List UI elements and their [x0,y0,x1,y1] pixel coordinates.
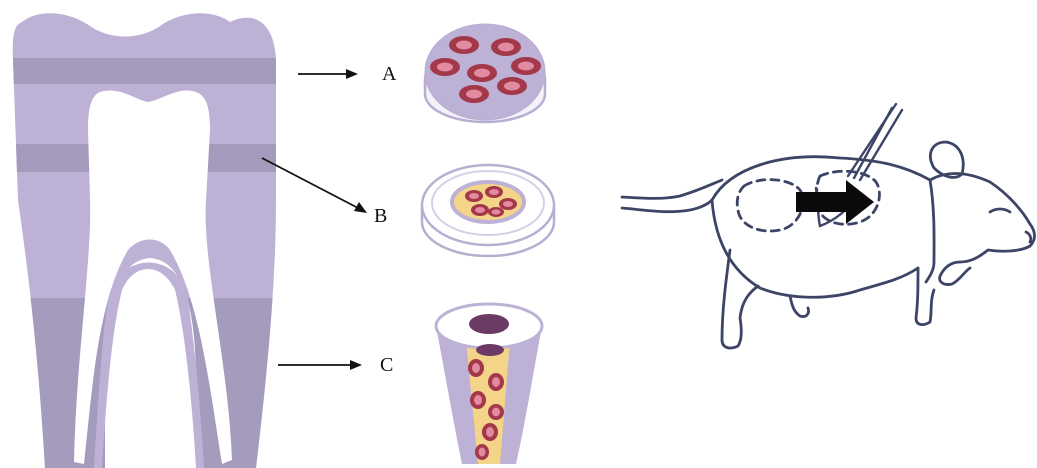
tooth-icon [0,13,300,468]
pointer-arrow-c [278,360,362,370]
pointer-arrow-b [262,158,367,213]
tube-scaffold-icon [436,304,542,464]
label-c: C [380,354,393,376]
pointer-arrow-a [298,69,358,79]
crown-band [0,58,300,84]
disc-scaffold-a [425,24,545,122]
disc-scaffold-b [422,165,554,256]
label-a: A [382,63,397,85]
mouse-icon [622,142,1035,348]
root-apex-section [0,298,300,468]
label-b: B [374,205,387,227]
